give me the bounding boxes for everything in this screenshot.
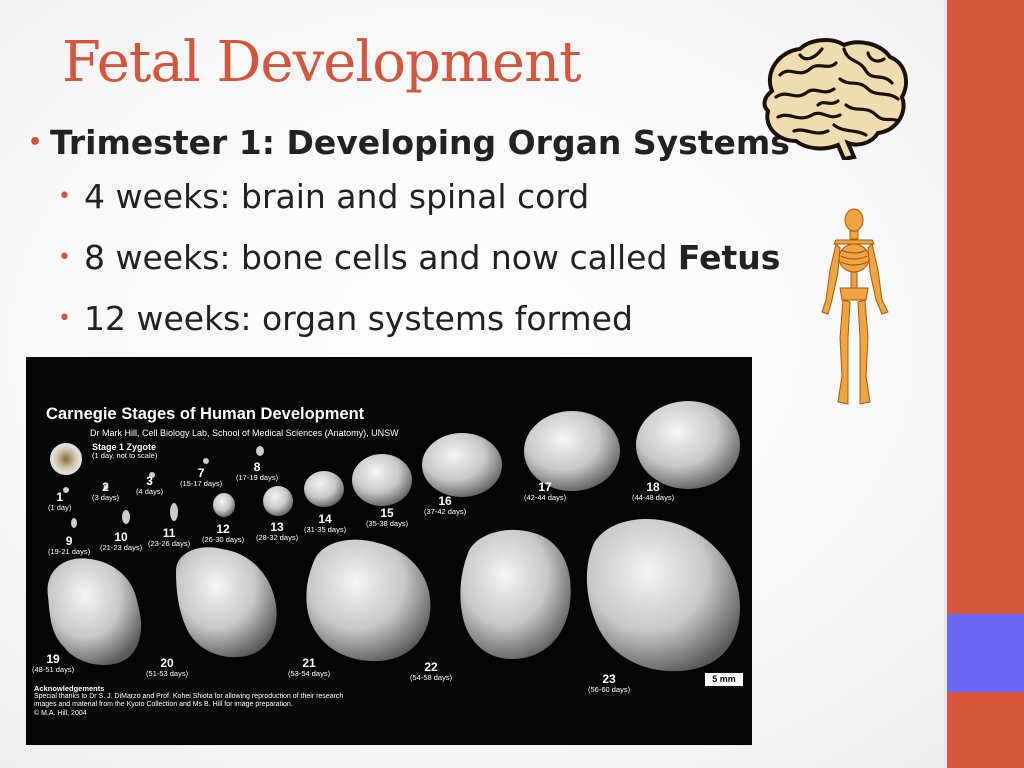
brain-illustration-icon [762, 38, 908, 160]
scale-bar: 5 mm [705, 673, 743, 686]
stage-days: (54-58 days) [410, 672, 453, 682]
stage-label: 14(31-35 days) [304, 513, 346, 533]
bullet-item-text: 8 weeks: bone cells and now called [84, 238, 678, 277]
stage-days: (23-26 days) [148, 538, 191, 548]
stage-label: 17(42-44 days) [524, 481, 566, 501]
carnegie-stages-photo: Carnegie Stages of Human Development Dr … [26, 357, 752, 745]
stage-label: 1(1 day) [48, 491, 71, 511]
stage-label: 19(48-51 days) [32, 653, 74, 673]
stage-label: 2(3 days) [92, 481, 119, 501]
stage-days: (19-21 days) [48, 546, 91, 556]
stage-number: 16 [438, 494, 452, 508]
stage-label: 7(15-17 days) [180, 467, 222, 487]
bullet-item: • 8 weeks: bone cells and now called Fet… [28, 227, 790, 288]
bullet-item: • 12 weeks: organ systems formed [28, 288, 790, 349]
stage-days: (21-23 days) [100, 542, 143, 552]
stage-label: 8(17-19 days) [236, 461, 278, 481]
bullet-dot-icon: • [58, 306, 71, 331]
stage-label: 15(35-38 days) [366, 507, 408, 527]
stage-number: 11 [162, 526, 176, 540]
stage-number: 13 [270, 520, 284, 534]
stage-days: (35-38 days) [366, 518, 409, 528]
stage-label: 21(53-54 days) [288, 657, 330, 677]
stage-number: 15 [380, 506, 394, 520]
stage-days: (15-17 days) [180, 478, 223, 488]
stage-number: 18 [646, 480, 660, 494]
stage-label: 23(56-60 days) [588, 673, 630, 693]
bullet-item-text: 12 weeks: organ systems formed [84, 299, 633, 338]
side-accent-block [947, 614, 1024, 692]
photo-subtitle: Dr Mark Hill, Cell Biology Lab, School o… [90, 428, 399, 438]
stage-label: 9(19-21 days) [48, 535, 90, 555]
stage-days: (56-60 days) [588, 684, 631, 694]
stage-label: 3(4 days) [136, 475, 163, 495]
stage-days: (53-54 days) [288, 668, 331, 678]
bullet-item-text: 4 weeks: brain and spinal cord [84, 177, 590, 216]
stage-days: (4 days) [136, 486, 164, 496]
bullet-dot-icon: • [28, 130, 43, 155]
stage-number: 23 [602, 672, 616, 686]
embryo-images [47, 401, 740, 672]
stage-label: 11(23-26 days) [148, 527, 190, 547]
stage-number: 10 [114, 530, 128, 544]
stage-number: 21 [302, 656, 316, 670]
stage-number: 17 [538, 480, 552, 494]
stage-number: 1 [56, 490, 64, 504]
stage-label: 10(21-23 days) [100, 531, 142, 551]
stage-number: 20 [160, 656, 174, 670]
stage-days: (37-42 days) [424, 506, 467, 516]
stage-label: 22(54-58 days) [410, 661, 452, 681]
stage-number: 3 [146, 474, 153, 488]
bullet-item-bold: Fetus [677, 238, 781, 277]
stage-label: 18(44-48 days) [632, 481, 674, 501]
bullet-list: • Trimester 1: Developing Organ Systems … [28, 120, 790, 349]
stage-number: 19 [46, 652, 60, 666]
stage-label: 12(26-30 days) [202, 523, 244, 543]
stage-number: 8 [253, 460, 261, 474]
stage-number: 7 [197, 466, 205, 480]
stage-days: (42-44 days) [524, 492, 567, 502]
stage-label: 13(28-32 days) [256, 521, 298, 541]
bullet-dot-icon: • [58, 184, 71, 209]
ack-title: Acknowledgements [34, 684, 105, 693]
ack-line: © M.A. Hill, 2004 [34, 709, 87, 717]
acknowledgements: Acknowledgements Special thanks to Dr S.… [34, 684, 343, 718]
stage-number: 9 [65, 534, 73, 548]
bullet-heading-text: Trimester 1: Developing Organ Systems [50, 123, 790, 162]
stage-days: (44-48 days) [632, 492, 675, 502]
zygote-label: Stage 1 Zygote (1 day, not to scale) [92, 442, 158, 461]
stage-number: 22 [424, 660, 438, 674]
slide-title: Fetal Development [62, 30, 582, 95]
bullet-trimester: • Trimester 1: Developing Organ Systems [28, 120, 790, 166]
photo-title: Carnegie Stages of Human Development [46, 405, 365, 423]
stage-days: (48-51 days) [32, 664, 75, 674]
stage-label: 20(51-53 days) [146, 657, 188, 677]
stage-days: (51-53 days) [146, 668, 189, 678]
bullet-dot-icon: • [58, 245, 71, 270]
stage-label: 16(37-42 days) [424, 495, 466, 515]
stage-number: 2 [102, 480, 109, 494]
stage-days: (17-19 days) [236, 472, 279, 482]
skeleton-illustration-icon [821, 208, 889, 405]
stage-days: (26-30 days) [202, 534, 245, 544]
stage-days: (28-32 days) [256, 532, 299, 542]
stage-days: (1 day) [48, 502, 72, 512]
zygote-sub: (1 day, not to scale) [92, 451, 158, 461]
stage-number: 12 [216, 522, 230, 536]
stage-days: (31-35 days) [304, 524, 347, 534]
ack-line: Special thanks to Dr S. J. DiMarzo and P… [34, 693, 344, 700]
bullet-item: • 4 weeks: brain and spinal cord [28, 166, 790, 227]
ack-line: images and material from the Kyoto Colle… [34, 701, 293, 709]
zygote-title: Stage 1 Zygote [92, 442, 157, 452]
stage-days: (3 days) [92, 492, 120, 502]
stage-number: 14 [318, 512, 332, 526]
side-bar-edge [944, 0, 947, 768]
